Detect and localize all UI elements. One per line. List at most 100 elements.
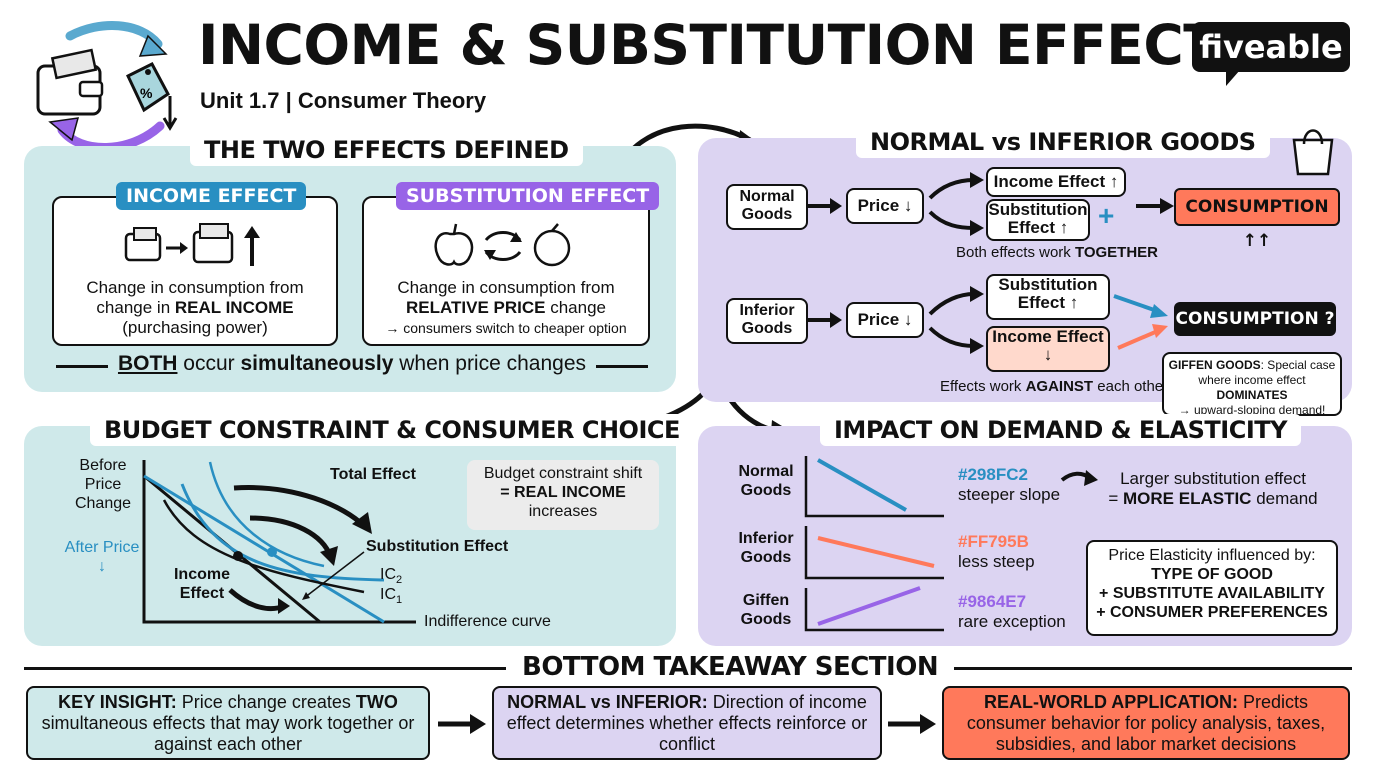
against-post: each other xyxy=(1093,378,1169,395)
orange-icon xyxy=(533,223,571,267)
elastic-pre: = xyxy=(1108,489,1124,508)
real-world-card-bold: REAL-WORLD APPLICATION: xyxy=(984,692,1238,712)
normal-inferior-flow-arrows xyxy=(808,172,1174,354)
income-line2-pre: change in xyxy=(96,298,175,317)
substitution-illustration xyxy=(434,223,571,267)
header-icon-cluster: % xyxy=(20,14,190,164)
income-line3: (purchasing power) xyxy=(122,318,268,337)
footer-end: when price changes xyxy=(393,352,587,375)
apple-icon xyxy=(434,223,474,266)
giffen-text2: → upward-sloping demand! xyxy=(1178,403,1326,417)
inferior-slope-desc: less steep xyxy=(958,552,1035,571)
impact-row-normal-label: Normal Goods xyxy=(738,463,794,499)
together-pre: Both effects work xyxy=(956,244,1075,261)
normal-price-box: Price ↓ xyxy=(846,188,924,224)
ic1-subscript: 1 xyxy=(396,594,403,607)
together-caption: Both effects work TOGETHER xyxy=(956,244,1158,261)
note-line3: increases xyxy=(528,503,598,520)
normal-plus-sign: + xyxy=(1098,200,1115,231)
logo-text: fiveable xyxy=(1199,28,1343,66)
inferior-price-box: Price ↓ xyxy=(846,302,924,338)
normal-substitution-effect-box: Substitution Effect ↑ xyxy=(986,199,1090,241)
inferior-goods-box: Inferior Goods xyxy=(726,298,808,344)
full-wallet-icon xyxy=(192,223,234,264)
elasticity-influence-box: Price Elasticity influenced by: TYPE OF … xyxy=(1086,540,1338,636)
page-subtitle: Unit 1.7 | Consumer Theory xyxy=(200,88,487,113)
after-price-label: After Price ↓ xyxy=(64,539,140,575)
substitution-effect-chip: SUBSTITUTION EFFECT xyxy=(396,182,660,210)
substitution-line2-post: change xyxy=(545,298,606,317)
demand-slope-mini-charts xyxy=(804,456,944,632)
normal-income-effect-box: Income Effect ↑ xyxy=(986,167,1126,197)
note-line2: = REAL INCOME xyxy=(500,484,626,501)
footer-both: BOTH xyxy=(117,352,178,375)
influence-item-preferences: + CONSUMER PREFERENCES xyxy=(1096,604,1328,621)
footer-occur: occur xyxy=(177,352,241,375)
real-world-card-text: Predicts consumer behavior for policy an… xyxy=(966,692,1326,754)
normal-consumption-box: CONSUMPTION ↑↑ xyxy=(1174,188,1340,251)
normal-inferior-title: NORMAL vs INFERIOR GOODS xyxy=(856,126,1270,158)
substitution-effect-label: Substitution Effect xyxy=(366,538,509,555)
ic1-label: IC1 xyxy=(380,586,402,606)
svg-text:%: % xyxy=(140,85,153,101)
income-effect-illustration xyxy=(124,223,260,266)
real-world-card: REAL-WORLD APPLICATION: Predicts consume… xyxy=(942,686,1350,760)
influence-item-type: TYPE OF GOOD xyxy=(1151,566,1273,583)
impact-row-inferior-label: Inferior Goods xyxy=(738,530,794,566)
impact-row-giffen-label: Giffen Goods xyxy=(740,592,792,628)
income-line1: Change in consumption from xyxy=(86,278,304,297)
together-bold: TOGETHER xyxy=(1074,244,1159,261)
elastic-bold: MORE ELASTIC xyxy=(1123,489,1252,508)
income-effect-card: Change in consumption from change in REA… xyxy=(52,196,338,346)
key-insight-two: TWO xyxy=(355,692,398,712)
impact-title: IMPACT ON DEMAND & ELASTICITY xyxy=(820,414,1302,446)
influence-item-substitute: + SUBSTITUTE AVAILABILITY xyxy=(1099,585,1325,602)
against-pre: Effects work xyxy=(940,378,1026,395)
against-caption: Effects work AGAINST each other xyxy=(940,378,1168,395)
giffen-callout: GIFFEN GOODS: Special case where income … xyxy=(1162,352,1342,417)
page-title: INCOME & SUBSTITUTION EFFECTS xyxy=(198,13,1260,77)
budget-constraint-diagram xyxy=(142,460,416,624)
normal-slope-desc: steeper slope xyxy=(958,485,1061,504)
inferior-consumption-box: CONSUMPTION ? xyxy=(1174,302,1336,336)
elastic-line1: Larger substitution effect xyxy=(1120,469,1306,488)
normal-inferior-card-bold: NORMAL vs INFERIOR: xyxy=(507,692,708,712)
shopping-bag-icon xyxy=(1292,129,1334,176)
inferior-substitution-effect-box: Substitution Effect ↑ xyxy=(986,274,1110,320)
bottom-arrow-1 xyxy=(438,714,486,734)
normal-inferior-card-text: Direction of income effect determines wh… xyxy=(506,692,868,754)
two-effects-footer: BOTH occur simultaneously when price cha… xyxy=(56,352,648,380)
ic1-text: IC xyxy=(380,586,396,603)
two-effects-title: THE TWO EFFECTS DEFINED xyxy=(190,134,583,166)
price-tag-icon: % xyxy=(126,62,178,131)
ic2-label: IC2 xyxy=(380,566,402,586)
giffen-bold2: DOMINATES xyxy=(1216,388,1288,402)
normal-goods-box: Normal Goods xyxy=(726,184,808,230)
brand-logo: fiveable xyxy=(1192,22,1350,86)
influence-title: Price Elasticity influenced by: xyxy=(1108,547,1316,564)
giffen-color-code: #9864E7 xyxy=(958,592,1027,611)
elastic-post: demand xyxy=(1251,489,1318,508)
giffen-text1: : Special case where income effect xyxy=(1198,358,1336,387)
wallet-icon xyxy=(36,48,104,116)
substitution-line1: Change in consumption from xyxy=(397,278,615,297)
substitution-effect-card: Change in consumption from RELATIVE PRIC… xyxy=(362,196,650,346)
income-effect-label: Income Effect xyxy=(173,566,230,602)
elastic-arrow xyxy=(1060,470,1098,486)
key-insight-text: simultaneous effects that may work toget… xyxy=(41,713,415,754)
footer-simultaneously: simultaneously xyxy=(240,352,394,375)
bottom-title: BOTTOM TAKEAWAY SECTION xyxy=(506,652,955,682)
normal-color-code: #298FC2 xyxy=(958,465,1028,484)
against-bold: AGAINST xyxy=(1025,378,1094,395)
key-insight-bold: KEY INSIGHT: xyxy=(58,692,177,712)
note-line1: Budget constraint shift xyxy=(483,465,643,482)
budget-title: BUDGET CONSTRAINT & CONSUMER CHOICE xyxy=(90,414,694,446)
inferior-color-code: #FF795B xyxy=(958,532,1029,551)
ic2-text: IC xyxy=(380,566,396,583)
swap-arrows-icon xyxy=(484,231,522,261)
giffen-slope-desc: rare exception xyxy=(958,612,1066,631)
total-effect-label: Total Effect xyxy=(330,466,416,483)
giffen-bold1: GIFFEN GOODS xyxy=(1168,358,1261,372)
substitution-line3: → consumers switch to cheaper option xyxy=(385,320,627,336)
normal-inferior-card: NORMAL vs INFERIOR: Direction of income … xyxy=(492,686,882,760)
